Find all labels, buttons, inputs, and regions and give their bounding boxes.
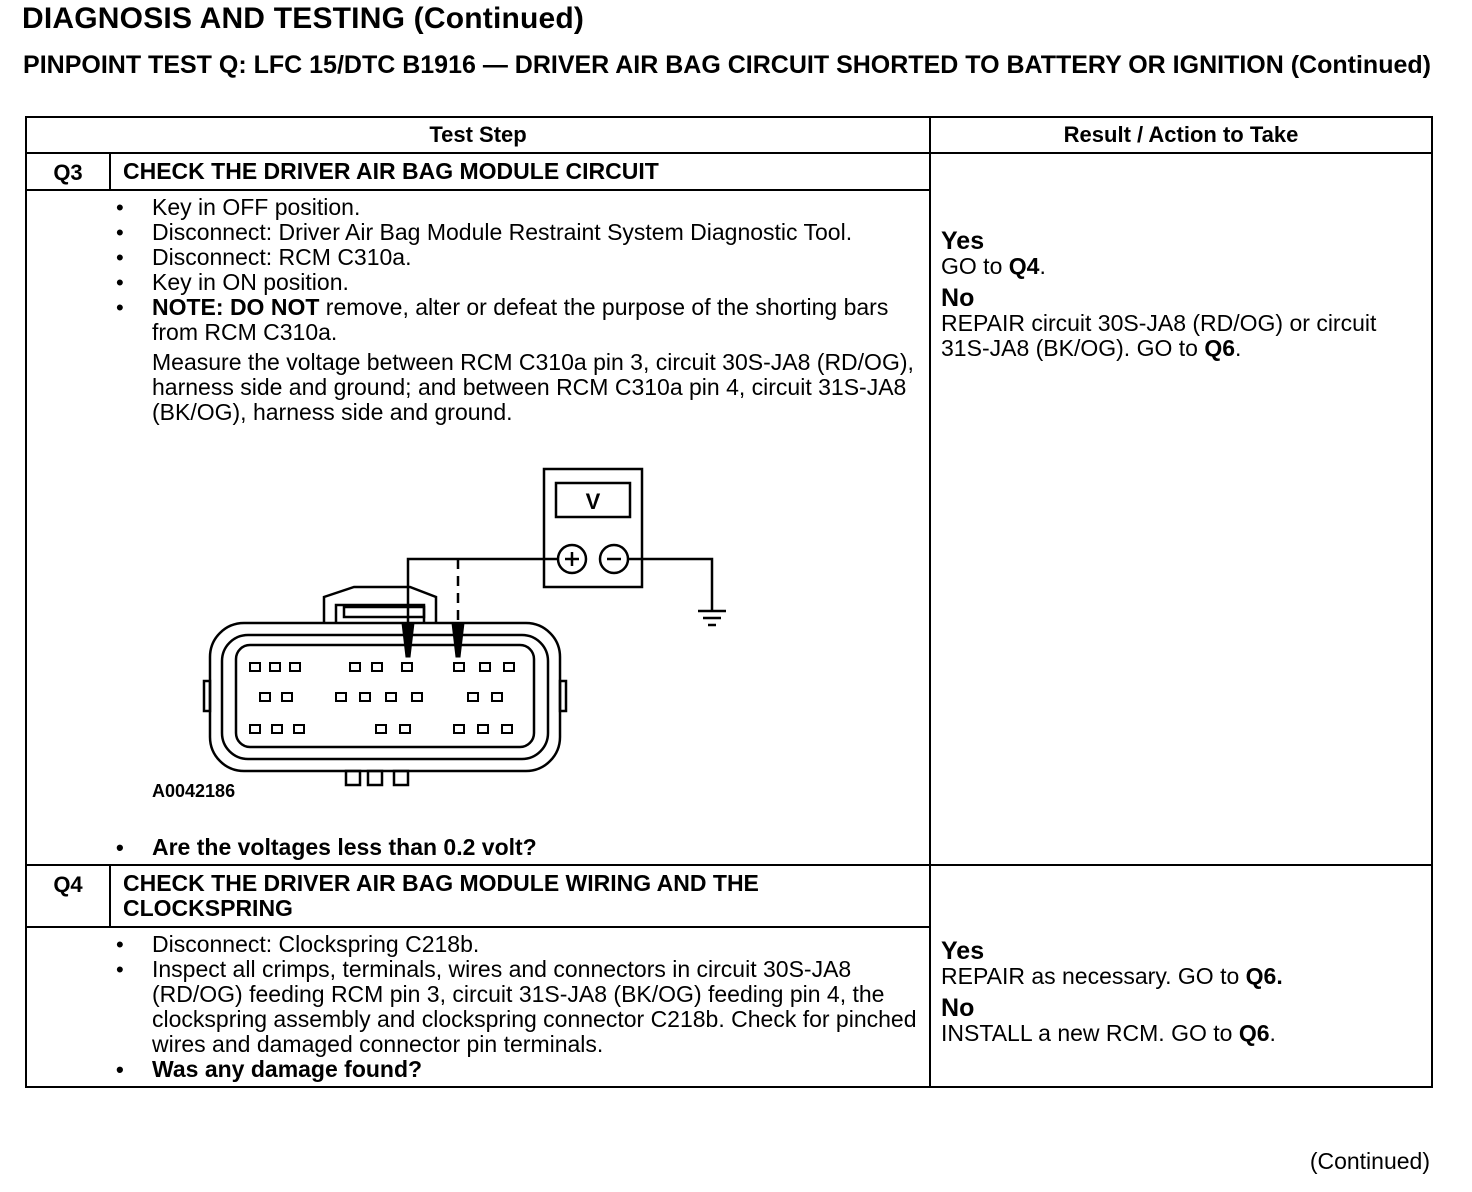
continued-footer: (Continued): [1309, 1148, 1430, 1174]
result-q3-no-label: No: [941, 284, 975, 312]
result-q4-no-label: No: [941, 994, 975, 1022]
step-q4-question-text: Was any damage found?: [110, 1057, 919, 1083]
step-title-q3: CHECK THE DRIVER AIR BAG MODULE CIRCUIT: [108, 152, 932, 191]
step-q3-bullet-2: Disconnect: Driver Air Bag Module Restra…: [110, 220, 919, 246]
step-q3-bullets: Key in OFF position. Disconnect: Driver …: [110, 195, 919, 345]
probe-pin-4: [451, 622, 465, 658]
voltmeter-display: [554, 481, 632, 519]
step-q4-bullets: Disconnect: Clockspring C218b. Inspect a…: [110, 932, 919, 1083]
step-q3-title-row: Q3 CHECK THE DRIVER AIR BAG MODULE CIRCU…: [25, 152, 1434, 866]
result-q3-yes-label: Yes: [941, 227, 985, 255]
voltmeter-body: [542, 467, 644, 589]
step-id-q4: Q4: [25, 864, 111, 928]
step-q3-question-text: Are the voltages less than 0.2 volt?: [110, 835, 919, 861]
step-title-q4: CHECK THE DRIVER AIR BAG MODULE WIRING A…: [108, 864, 932, 928]
pinpoint-test-title: PINPOINT TEST Q: LFC 15/DTC B1916 — DRIV…: [23, 51, 1431, 79]
col-test-step: Test Step: [24, 116, 932, 154]
positive-lead: [406, 557, 558, 623]
connector-figure: V A0042186: [110, 425, 919, 835]
result-q4-yes-label: Yes: [941, 937, 985, 965]
step-id-q3: Q3: [25, 152, 111, 191]
step-q4-body-row: Disconnect: Clockspring C218b. Inspect a…: [25, 926, 1432, 1088]
result-q4-no-text: INSTALL a new RCM. GO to Q6.: [941, 1020, 1276, 1046]
result-q4-yes-text: REPAIR as necessary. GO to Q6.: [941, 963, 1283, 989]
step-q3-bullet-1: Key in OFF position.: [110, 195, 919, 221]
result-q4: Yes REPAIR as necessary. GO to Q6. No IN…: [929, 864, 1434, 1088]
page-header: DIAGNOSIS AND TESTING (Continued): [22, 2, 585, 35]
negative-lead: [628, 557, 714, 611]
result-q3-no-text: REPAIR circuit 30S-JA8 (RD/OG) or circui…: [941, 310, 1377, 361]
probe-pin-3: [401, 622, 415, 658]
step-q4-content: Disconnect: Clockspring C218b. Inspect a…: [110, 926, 932, 1088]
step-q4-bullet-1: Disconnect: Clockspring C218b.: [110, 932, 919, 958]
table-header-row: Test Step Result / Action to Take: [24, 116, 1434, 154]
step-q3-spacer: [25, 189, 110, 866]
step-q3-body-row: Key in OFF position. Disconnect: Driver …: [25, 189, 1432, 866]
voltmeter-label: V: [586, 489, 601, 514]
col-result-action: Result / Action to Take: [929, 116, 1434, 154]
result-q3: Yes GO to Q4. No REPAIR circuit 30S-JA8 …: [929, 152, 1434, 866]
step-q4-bullet-2: Inspect all crimps, terminals, wires and…: [110, 957, 919, 1057]
step-q4-title-row: Q4 CHECK THE DRIVER AIR BAG MODULE WIRIN…: [25, 864, 1434, 1088]
step-q3-measure-instruction: Measure the voltage between RCM C310a pi…: [152, 349, 914, 425]
step-q3-bullet-5: NOTE: DO NOT remove, alter or defeat the…: [110, 295, 919, 345]
result-q3-yes-text: GO to Q4.: [941, 253, 1046, 279]
step-q3-question: Are the voltages less than 0.2 volt?: [110, 835, 919, 861]
connector-voltmeter-diagram: V: [202, 467, 726, 787]
diagnostic-table: Test Step Result / Action to Take Q3 CHE…: [24, 116, 1434, 1088]
step-q3-bullet-4: Key in ON position.: [110, 270, 919, 296]
step-q3-content: Key in OFF position. Disconnect: Driver …: [110, 189, 932, 866]
figure-id: A0042186: [152, 781, 236, 801]
step-q3-bullet-3: Disconnect: RCM C310a.: [110, 245, 919, 271]
step-q4-spacer: [25, 926, 110, 1088]
